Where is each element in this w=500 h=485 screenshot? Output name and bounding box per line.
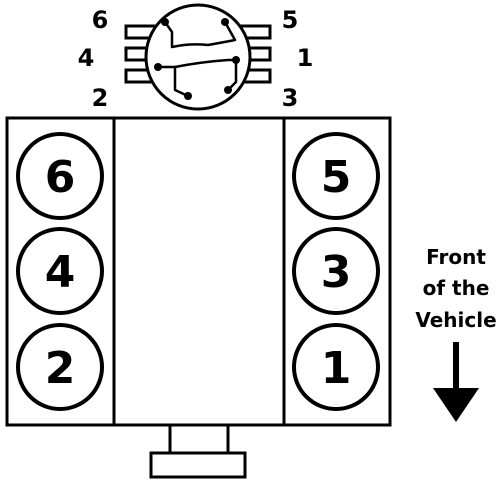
cylinder-5-label: 5: [321, 152, 352, 203]
cylinder-6: [16, 132, 104, 220]
cylinder-1-label: 1: [321, 343, 352, 394]
crank-pulley-base: [149, 451, 247, 479]
cylinder-2-label: 2: [45, 343, 76, 394]
contact-dot: [161, 18, 169, 26]
crank-pulley: [149, 423, 247, 479]
terminal-label-1: 1: [297, 44, 314, 72]
distributor-cap: 6 4 2 5 1 3: [78, 3, 314, 112]
contact-dot: [224, 86, 232, 94]
contact-dot: [221, 18, 229, 26]
terminal-label-5: 5: [282, 6, 299, 34]
cylinder-3: [292, 227, 380, 315]
contact-dot: [184, 92, 192, 100]
front-of-vehicle-indicator: Front of the Vehicle: [415, 245, 497, 422]
cylinder-4-label: 4: [45, 247, 76, 298]
terminal-label-4: 4: [78, 44, 95, 72]
front-label-line-3: Vehicle: [415, 308, 496, 332]
cylinder-3-label: 3: [321, 247, 352, 298]
cylinder-1: [292, 323, 380, 411]
cylinder-5: [292, 132, 380, 220]
front-label-line-2: of the: [423, 276, 490, 300]
contact-dot: [154, 63, 162, 71]
front-label-line-1: Front: [426, 245, 486, 269]
terminal-label-3: 3: [282, 84, 299, 112]
contact-dot: [232, 56, 240, 64]
terminal-label-2: 2: [92, 84, 109, 112]
cylinder-2: [16, 323, 104, 411]
left-cylinder-bank: 6 4 2: [16, 132, 104, 411]
terminal-label-6: 6: [92, 6, 109, 34]
down-arrow-icon: [433, 342, 479, 422]
rotor-wire-lower-left: [156, 65, 190, 98]
right-cylinder-bank: 5 3 1: [292, 132, 380, 411]
crank-snout: [168, 423, 230, 455]
cylinder-6-label: 6: [45, 152, 76, 203]
rotor-wire-upper: [163, 20, 237, 49]
cylinder-4: [16, 227, 104, 315]
